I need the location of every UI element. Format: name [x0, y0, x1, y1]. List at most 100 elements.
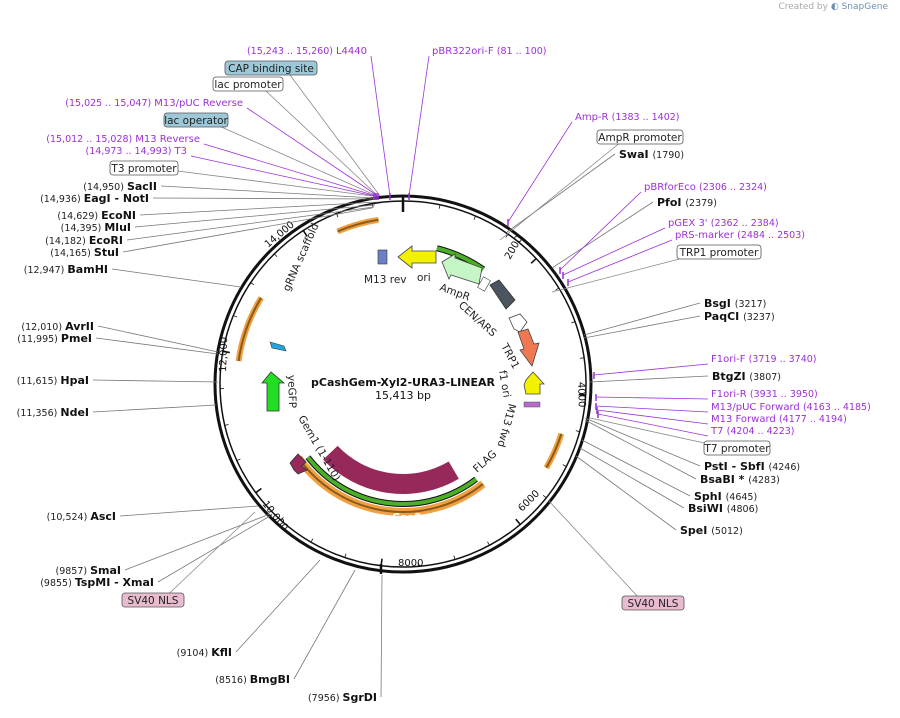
primer-label: (14,973 .. 14,993) T3: [86, 146, 187, 157]
enzyme-site[interactable]: PaqCI (3237): [704, 310, 775, 323]
primer-site[interactable]: pBR322ori-F (81 .. 100): [409, 46, 547, 200]
feature-label: ori: [417, 272, 431, 284]
enzyme-label: BsgI (3217): [704, 297, 766, 310]
credit: Created by ◐ SnapGene: [778, 2, 888, 12]
grna-scaffold-feature[interactable]: [270, 342, 286, 351]
enzyme-site[interactable]: BsgI (3217): [704, 297, 766, 310]
box-text: AmpR promoter: [598, 132, 682, 144]
enzyme-site[interactable]: (7956) SgrDI: [308, 691, 377, 704]
orange-arc-left[interactable]: [239, 298, 262, 361]
enzyme-site[interactable]: (11,356) NdeI: [17, 406, 89, 419]
enzyme-name: MluI: [104, 221, 131, 234]
feature-box-label[interactable]: T7 promoter: [703, 441, 770, 455]
primer-name: L4440: [336, 46, 367, 57]
snapgene-logo-icon: ◐: [831, 2, 839, 12]
primer-site[interactable]: F1ori-F (3719 .. 3740): [594, 354, 817, 379]
enzyme-label: (8516) BmgBI: [215, 673, 290, 686]
enzyme-label: PaqCI (3237): [704, 310, 775, 323]
primer-label: pBR322ori-F (81 .. 100): [432, 46, 547, 57]
credit-prefix: Created by: [778, 2, 828, 12]
enzyme-position: (5012): [711, 526, 743, 537]
trp1-promoter-feature[interactable]: [509, 314, 527, 332]
enzyme-position: (8516): [215, 675, 250, 686]
yegfp-feature[interactable]: [262, 372, 284, 411]
feature-box-label[interactable]: lac promoter: [213, 77, 283, 91]
enzyme-position: (4246): [769, 462, 801, 473]
enzyme-site[interactable]: (9104) KflI: [177, 646, 232, 659]
enzyme-site[interactable]: (10,524) AscI: [47, 510, 116, 523]
enzyme-position: (14,936): [40, 194, 84, 205]
primer-position: (4163 .. 4185): [803, 402, 871, 413]
enzyme-label: PfoI (2379): [657, 196, 717, 209]
leader-line: [96, 338, 218, 354]
enzyme-site[interactable]: PstI - SbfI (4246): [704, 460, 800, 473]
primer-label: F1ori-F (3719 .. 3740): [711, 354, 817, 365]
enzyme-site[interactable]: (14,936) EagI - NotI: [40, 192, 149, 205]
feature-box-label[interactable]: AmpR promoter: [597, 130, 683, 144]
enzyme-label: SwaI (1790): [619, 148, 684, 161]
map-length: 15,413 bp: [375, 389, 431, 402]
outer-labels: (14,950) SacII(14,936) EagI - NotI(14,62…: [17, 46, 871, 704]
leader-line: [236, 560, 320, 652]
enzyme-site[interactable]: (11,995) PmeI: [17, 332, 92, 345]
enzyme-name: BamHI: [67, 263, 108, 276]
feature-box-label[interactable]: T3 promoter: [110, 161, 178, 175]
enzyme-site[interactable]: (14,165) StuI: [50, 246, 119, 259]
leader-line: [125, 514, 270, 570]
f1-ori-feature[interactable]: [524, 372, 544, 394]
primer-name: T7: [710, 426, 727, 437]
enzyme-site[interactable]: BtgZI (3807): [712, 370, 781, 383]
enzyme-name: AscI: [90, 510, 116, 523]
leader-line: [585, 418, 700, 466]
cas9-feature[interactable]: [330, 453, 453, 484]
enzyme-label: BsiWI (4806): [688, 502, 758, 515]
leader-line: [409, 56, 429, 196]
enzyme-name: HpaI: [60, 374, 89, 387]
feature-box-label[interactable]: SV40 NLS: [122, 593, 184, 607]
enzyme-site[interactable]: (14,395) MluI: [61, 221, 131, 234]
enzyme-label: (11,356) NdeI: [17, 406, 89, 419]
tick: [274, 254, 277, 257]
gem1-feature[interactable]: [290, 454, 307, 474]
primer-name: M13 Reverse: [135, 134, 200, 145]
enzyme-label: (9855) TspMI - XmaI: [40, 576, 154, 589]
enzyme-name: BmgBI: [250, 673, 290, 686]
enzyme-site[interactable]: SwaI (1790): [619, 148, 684, 161]
enzyme-site[interactable]: (8516) BmgBI: [215, 673, 290, 686]
enzyme-site[interactable]: PfoI (2379): [657, 196, 717, 209]
enzyme-position: (12,010): [21, 322, 65, 333]
tick: [516, 519, 520, 524]
cen-ars-feature[interactable]: [490, 280, 515, 309]
enzyme-name: BsgI: [704, 297, 735, 310]
enzyme-site[interactable]: (9855) TspMI - XmaI: [40, 576, 154, 589]
tick: [580, 358, 584, 359]
primer-position: (4204 .. 4223): [727, 426, 795, 437]
primer-site[interactable]: M13/pUC Forward (4163 .. 4185): [596, 402, 871, 413]
leader-line: [596, 397, 708, 399]
enzyme-site[interactable]: BsaBI * (4283): [700, 473, 780, 486]
tick: [555, 288, 558, 290]
leader-line: [158, 516, 270, 582]
enzyme-name: EagI - NotI: [84, 192, 149, 205]
enzyme-site[interactable]: (11,615) HpaI: [17, 374, 89, 387]
m13-rev-feature[interactable]: [378, 250, 387, 264]
primer-position: (2362 .. 2384): [711, 218, 779, 229]
ori-feature[interactable]: [398, 246, 436, 268]
enzyme-label: (14,395) MluI: [61, 221, 131, 234]
box-text: TRP1 promoter: [679, 247, 759, 259]
leader-line: [127, 207, 374, 240]
enzyme-site[interactable]: BsiWI (4806): [688, 502, 758, 515]
enzyme-site[interactable]: (12,947) BamHI: [24, 263, 108, 276]
leader-line: [508, 122, 572, 222]
feature-box-label[interactable]: TRP1 promoter: [677, 245, 761, 259]
m13-fwd-feature[interactable]: [524, 402, 540, 407]
enzyme-site[interactable]: SpeI (5012): [680, 524, 743, 537]
feature-box-label[interactable]: SV40 NLS: [622, 596, 684, 610]
tick-label: 12,000: [218, 337, 230, 372]
enzyme-position: (14,165): [50, 248, 94, 259]
feature-box-label[interactable]: CAP binding site: [225, 61, 317, 75]
trp1-feature[interactable]: [518, 329, 539, 366]
primer-name: pGEX 3': [668, 218, 711, 229]
feature-box-label[interactable]: lac operator: [164, 113, 228, 127]
